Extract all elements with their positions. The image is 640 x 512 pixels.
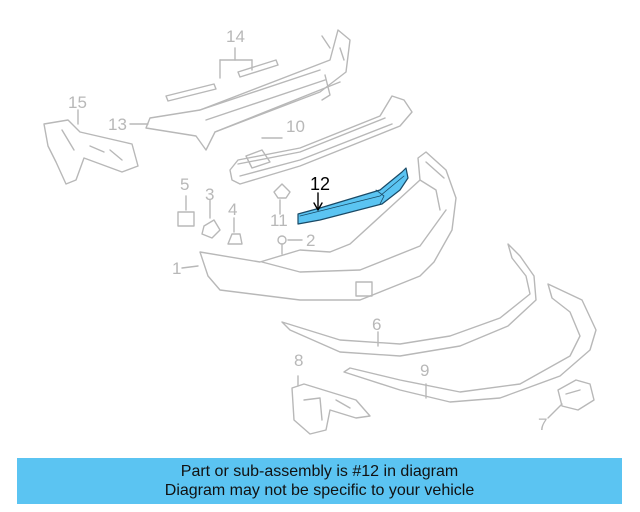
footer-line-2: Diagram may not be specific to your vehi… (164, 482, 475, 499)
footer-banner: Part or sub-assembly is #12 in diagram D… (17, 458, 622, 504)
callout-13: 13 (108, 115, 127, 134)
callout-4: 4 (228, 200, 238, 219)
callout-11: 11 (270, 211, 288, 230)
callout-6: 6 (372, 315, 382, 334)
part-9-valance (343, 283, 597, 403)
callout-3: 3 (205, 185, 215, 204)
callout-10: 10 (286, 117, 305, 136)
callout-9: 9 (420, 361, 430, 380)
callout-7: 7 (538, 415, 548, 434)
callout-15: 15 (68, 93, 87, 112)
part-15-side-bracket (43, 109, 139, 185)
part-6-lower-trim (281, 243, 537, 357)
part-10-impact-bar (229, 95, 413, 185)
part-8-bracket (291, 375, 371, 435)
part-2-bolt (277, 235, 303, 255)
part-5-clip (177, 195, 195, 227)
part-11-fastener (273, 183, 291, 215)
callout-12: 12 (310, 174, 331, 194)
part-1-bumper-cover (181, 151, 457, 301)
part-4-cap (227, 217, 243, 245)
part-13-bracket (129, 29, 351, 151)
part-7-lamp (547, 379, 595, 419)
callout-1: 1 (172, 259, 182, 278)
callout-2: 2 (306, 231, 316, 250)
part-12-reinforcement-highlighted[interactable] (297, 167, 409, 225)
callout-5: 5 (180, 175, 190, 194)
callout-8: 8 (294, 351, 304, 370)
footer-line-1: Part or sub-assembly is #12 in diagram (180, 463, 459, 480)
part-14-clips (165, 47, 279, 102)
parts-diagram (43, 29, 597, 435)
part-3-pushpin (201, 199, 221, 239)
callout-14: 14 (226, 27, 245, 46)
